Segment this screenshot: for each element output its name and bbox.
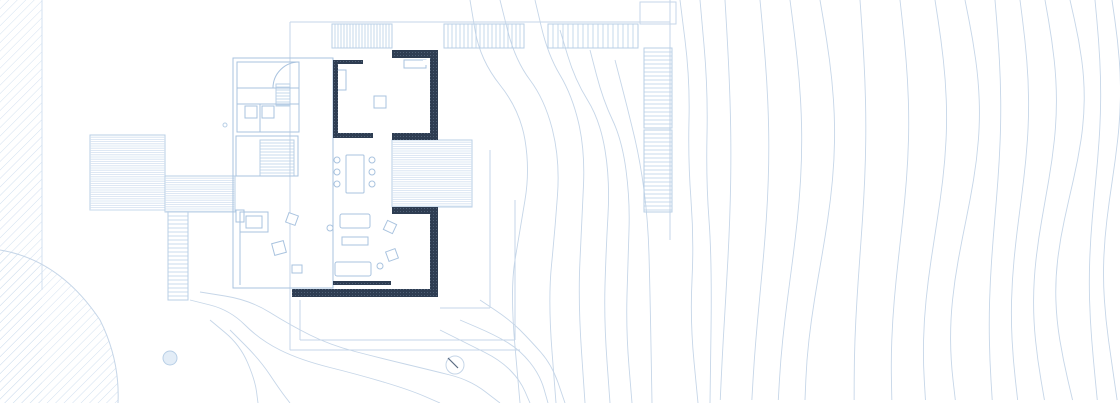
contour-line xyxy=(853,0,867,401)
armchair xyxy=(284,211,300,227)
wall-openings xyxy=(423,60,428,287)
contour-line xyxy=(922,0,948,401)
contour-line xyxy=(589,49,633,403)
contour-line xyxy=(559,29,611,403)
east-deck xyxy=(391,139,473,208)
coffee-table xyxy=(341,236,369,246)
contour-line xyxy=(719,0,732,401)
bath-stair xyxy=(275,83,291,107)
sofa xyxy=(334,261,372,277)
sofa xyxy=(339,213,371,229)
contour-line xyxy=(777,0,803,401)
interior-stair xyxy=(259,139,295,177)
contour-line xyxy=(614,59,653,403)
side-table xyxy=(326,224,334,232)
contour-line xyxy=(459,319,549,403)
lower-left-lawn xyxy=(0,249,119,403)
timber-decks xyxy=(89,134,473,213)
staircases xyxy=(167,23,673,301)
contour-line xyxy=(950,0,980,401)
west-stair xyxy=(167,211,189,301)
north-terrace-steps xyxy=(443,23,525,49)
contour-line xyxy=(1103,0,1120,401)
bath-fixture xyxy=(373,95,387,109)
side-table xyxy=(376,262,384,270)
terrain-contours xyxy=(189,0,1120,403)
thick-exterior-walls xyxy=(292,50,438,297)
interior-partitions xyxy=(232,57,334,289)
north-path-steps xyxy=(547,23,639,49)
dining-chair xyxy=(333,180,341,188)
contour-line xyxy=(469,0,528,403)
contour-line xyxy=(1010,0,1030,401)
contour-line xyxy=(1055,0,1085,401)
dining-chair xyxy=(368,168,376,176)
dining-chair xyxy=(333,168,341,176)
shelf xyxy=(403,59,427,69)
dining-chair xyxy=(368,156,376,164)
contour-line xyxy=(988,0,1002,401)
tree-icon xyxy=(162,350,178,366)
west-deck xyxy=(89,134,166,211)
east-stair-upper xyxy=(643,47,673,129)
contour-line xyxy=(479,299,566,403)
contour-line xyxy=(229,329,291,403)
contour-line xyxy=(751,0,770,401)
contour-line xyxy=(534,0,586,403)
contour-line xyxy=(804,0,836,401)
site-boundaries xyxy=(289,0,677,351)
contour-line xyxy=(209,319,259,403)
side-table xyxy=(291,264,303,274)
contour-line xyxy=(189,299,441,403)
tree-icon xyxy=(445,355,465,375)
armchair xyxy=(271,240,287,256)
contour-line xyxy=(1033,0,1057,401)
east-stair-lower xyxy=(643,129,673,213)
contour-line xyxy=(890,0,910,401)
furniture-blocks xyxy=(271,59,427,277)
dining-chair xyxy=(368,180,376,188)
contour-line xyxy=(499,0,559,403)
armchair xyxy=(382,219,398,235)
tree-symbols xyxy=(162,122,465,375)
dining-chair xyxy=(333,156,341,164)
contour-line xyxy=(699,0,712,403)
west-deck-bridge xyxy=(164,175,236,213)
contour-line xyxy=(679,0,699,403)
contour-line xyxy=(199,291,501,403)
armchair xyxy=(384,247,400,263)
dining-table xyxy=(345,154,365,194)
contour-line xyxy=(1088,0,1102,401)
contour-line xyxy=(439,329,531,403)
north-stair xyxy=(331,23,393,49)
